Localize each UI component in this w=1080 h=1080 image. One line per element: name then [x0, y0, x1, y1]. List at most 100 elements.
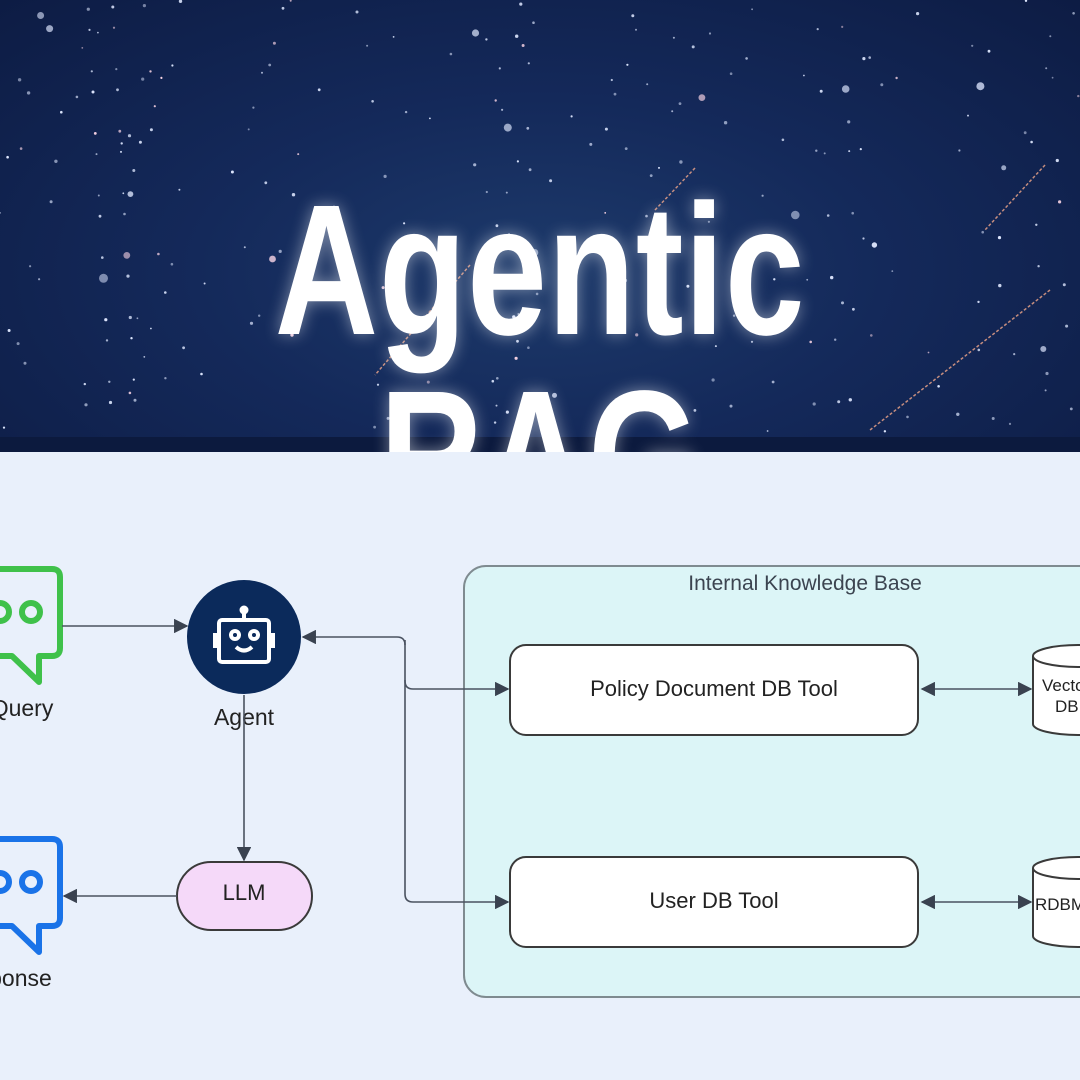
- star: [967, 114, 969, 117]
- star: [614, 398, 617, 401]
- star: [1045, 67, 1048, 70]
- rag-diagram: Internal Knowledge Base Query Response A…: [0, 565, 1080, 998]
- star: [773, 278, 776, 281]
- star: [403, 222, 406, 225]
- user-db-tool-label: User DB Tool: [649, 888, 778, 913]
- star: [54, 159, 58, 163]
- star: [333, 205, 335, 208]
- star: [735, 308, 738, 311]
- star: [645, 214, 648, 218]
- star: [473, 163, 477, 167]
- star: [610, 78, 613, 82]
- star: [247, 128, 250, 131]
- star: [623, 278, 628, 283]
- star: [535, 292, 539, 296]
- star: [635, 28, 637, 31]
- star: [997, 236, 1002, 240]
- star: [514, 356, 518, 360]
- star: [981, 230, 984, 234]
- star: [149, 128, 153, 132]
- star: [426, 380, 430, 384]
- star: [23, 361, 27, 365]
- star: [494, 99, 497, 102]
- star: [281, 6, 285, 10]
- star: [98, 214, 102, 218]
- star: [646, 83, 649, 86]
- agent-node: [187, 580, 301, 694]
- star: [977, 348, 981, 352]
- star: [495, 404, 498, 407]
- star: [116, 88, 119, 92]
- star: [297, 153, 300, 156]
- star: [46, 25, 54, 33]
- star: [49, 200, 53, 204]
- star: [448, 316, 451, 319]
- robot-icon: [213, 605, 275, 664]
- star: [143, 356, 146, 358]
- star: [26, 91, 31, 95]
- star: [93, 132, 97, 135]
- star: [958, 149, 961, 152]
- star: [6, 155, 9, 159]
- star: [987, 49, 991, 53]
- star: [118, 129, 122, 133]
- shooting-star: [984, 164, 1046, 231]
- star: [956, 412, 960, 416]
- star: [182, 346, 186, 350]
- star: [971, 44, 974, 47]
- star: [649, 174, 653, 178]
- star: [998, 283, 1002, 288]
- star: [868, 56, 871, 59]
- star: [249, 321, 254, 325]
- star: [679, 160, 683, 164]
- star: [745, 57, 748, 60]
- starfield: [0, 0, 1080, 433]
- star: [1058, 200, 1062, 204]
- star: [164, 377, 167, 380]
- star: [289, 0, 292, 2]
- star: [138, 140, 142, 144]
- star: [723, 121, 728, 125]
- star: [686, 284, 690, 288]
- star: [501, 108, 504, 111]
- star: [366, 44, 369, 47]
- star: [153, 105, 156, 108]
- star: [859, 148, 862, 151]
- star: [141, 77, 145, 81]
- star: [1040, 346, 1047, 352]
- star: [812, 402, 816, 406]
- vector-db-label-line2: DB: [1055, 697, 1079, 716]
- shooting-star: [374, 264, 471, 376]
- star: [815, 149, 818, 152]
- star: [75, 95, 79, 99]
- star: [528, 244, 531, 247]
- star: [29, 265, 32, 268]
- star: [604, 212, 607, 214]
- banner-bottom-strip: [0, 437, 1080, 452]
- star: [120, 150, 122, 153]
- star: [848, 150, 851, 153]
- star: [38, 278, 41, 281]
- star: [862, 237, 865, 240]
- star: [392, 36, 395, 38]
- star: [498, 67, 501, 70]
- star: [750, 340, 754, 343]
- star: [532, 21, 535, 25]
- star: [848, 398, 852, 402]
- star: [381, 286, 385, 290]
- star: [862, 57, 866, 61]
- star: [373, 425, 376, 429]
- star: [976, 82, 985, 91]
- star: [95, 153, 98, 156]
- star: [852, 307, 855, 311]
- star: [671, 110, 674, 113]
- star: [123, 252, 131, 259]
- star: [837, 400, 841, 404]
- star: [527, 346, 530, 350]
- star: [883, 430, 887, 433]
- star: [916, 12, 920, 16]
- star: [937, 385, 940, 388]
- star: [493, 421, 497, 424]
- user-db-tool-node: [509, 856, 919, 948]
- star: [268, 63, 272, 67]
